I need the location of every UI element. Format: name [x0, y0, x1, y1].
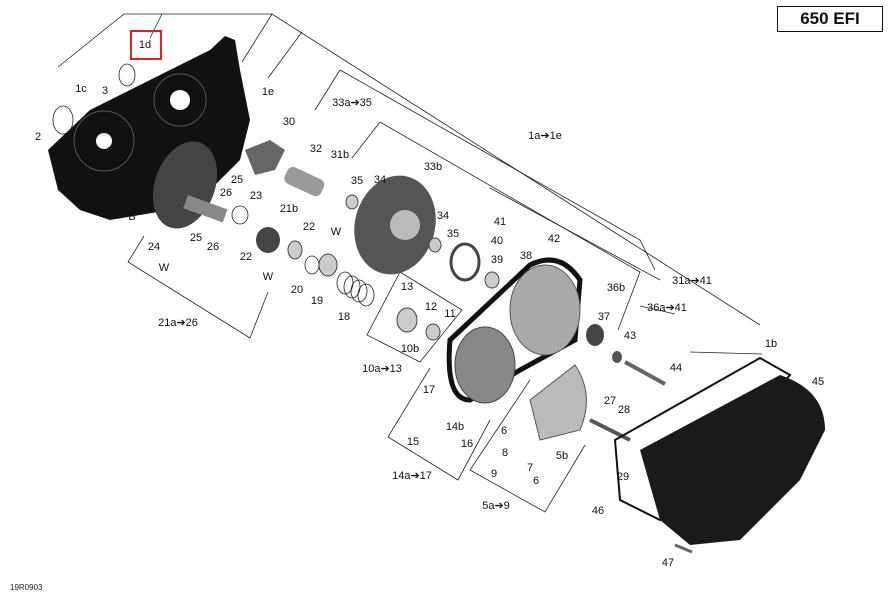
callout-13[interactable]: 13 — [401, 281, 413, 293]
callout-35[interactable]: 35 — [447, 228, 459, 240]
model-label: 650 EFI — [777, 6, 883, 32]
callout-42[interactable]: 42 — [548, 233, 560, 245]
callout-31a-41[interactable]: 31a➔41 — [672, 275, 712, 287]
callout-19[interactable]: 19 — [311, 295, 323, 307]
bushing-part — [396, 307, 418, 333]
callout-29[interactable]: 29 — [617, 471, 629, 483]
callout-28[interactable]: 28 — [618, 404, 630, 416]
bushing-part — [256, 227, 280, 253]
callout-43[interactable]: 43 — [624, 330, 636, 342]
bushing-part — [484, 271, 500, 289]
washer-part — [231, 205, 249, 225]
spring-part — [336, 271, 375, 307]
callout-37[interactable]: 37 — [598, 311, 610, 323]
callout-35[interactable]: 35 — [351, 175, 363, 187]
callout-3[interactable]: 3 — [102, 85, 108, 97]
callout-45[interactable]: 45 — [812, 376, 824, 388]
callout-18[interactable]: 18 — [338, 311, 350, 323]
cam-part — [529, 364, 587, 441]
callout-w-lube[interactable]: W — [159, 262, 170, 274]
callout-8[interactable]: 8 — [502, 447, 508, 459]
callout-5b[interactable]: 5b — [556, 450, 568, 462]
callout-34[interactable]: 34 — [374, 174, 386, 186]
callout-15[interactable]: 15 — [407, 436, 419, 448]
callout-39[interactable]: 39 — [491, 254, 503, 266]
callout-38[interactable]: 38 — [520, 250, 532, 262]
callout-22[interactable]: 22 — [303, 221, 315, 233]
callout-36a-41[interactable]: 36a➔41 — [647, 302, 687, 314]
callout-25[interactable]: 25 — [190, 232, 202, 244]
bracket-lines — [57, 13, 763, 513]
callout-10b[interactable]: 10b — [401, 343, 419, 355]
callout-33a-35[interactable]: 33a➔35 — [332, 97, 372, 109]
callout-b-lube[interactable]: B — [128, 211, 135, 223]
bearing-part — [586, 324, 604, 346]
callout-1a-1e[interactable]: 1a➔1e — [528, 130, 562, 142]
callout-26[interactable]: 26 — [207, 241, 219, 253]
o-ring-part — [52, 105, 74, 135]
outer-cover-part — [613, 356, 825, 545]
callout-12[interactable]: 12 — [425, 301, 437, 313]
callout-6[interactable]: 6 — [533, 475, 539, 487]
callout-11[interactable]: 11 — [444, 308, 455, 320]
callout-labels: 1d 3 1c 2 1e 4 30 32 31b 35 34 33a➔35 33… — [35, 39, 824, 569]
callout-26[interactable]: 26 — [220, 187, 232, 199]
callout-1d[interactable]: 1d — [139, 39, 151, 51]
shaft-part — [284, 166, 325, 197]
callout-25[interactable]: 25 — [231, 174, 243, 186]
bushing-part — [425, 323, 441, 341]
callout-27[interactable]: 27 — [604, 395, 616, 407]
bolt-part — [624, 360, 666, 386]
callout-46[interactable]: 46 — [592, 505, 604, 517]
callout-14a-17[interactable]: 14a➔17 — [392, 470, 432, 482]
bolt-part — [674, 543, 693, 554]
bushing-part — [345, 194, 359, 210]
callout-1c[interactable]: 1c — [75, 83, 87, 95]
callout-6[interactable]: 6 — [501, 425, 507, 437]
callout-w-lube[interactable]: W — [263, 271, 274, 283]
callout-47[interactable]: 47 — [662, 557, 674, 569]
callout-14b[interactable]: 14b — [446, 421, 464, 433]
callout-22[interactable]: 22 — [240, 251, 252, 263]
movable-sheave-part — [354, 175, 436, 275]
callout-highlight-box — [130, 30, 162, 60]
callout-5a-9[interactable]: 5a➔9 — [482, 500, 510, 512]
callout-16[interactable]: 16 — [461, 438, 473, 450]
bushing-part — [318, 253, 338, 277]
washer-part — [287, 240, 303, 260]
washer-part — [612, 351, 622, 363]
callout-9[interactable]: 9 — [491, 468, 497, 480]
callout-44[interactable]: 44 — [670, 362, 682, 374]
bolt-part — [589, 418, 631, 442]
callout-23[interactable]: 23 — [250, 190, 262, 202]
callout-1e[interactable]: 1e — [262, 86, 274, 98]
callout-10a-13[interactable]: 10a➔13 — [362, 363, 402, 375]
callout-4[interactable]: 4 — [240, 117, 246, 129]
callout-36b[interactable]: 36b — [607, 282, 625, 294]
ring-part — [449, 242, 481, 282]
driven-pulley-and-belt-part — [446, 257, 583, 404]
diagram-code: 19R0903 — [10, 583, 43, 592]
callout-2[interactable]: 2 — [35, 131, 41, 143]
callout-32[interactable]: 32 — [310, 143, 322, 155]
callout-17[interactable]: 17 — [423, 384, 435, 396]
callout-1b[interactable]: 1b — [765, 338, 777, 350]
callout-33b[interactable]: 33b — [424, 161, 442, 173]
callout-21a-26[interactable]: 21a➔26 — [158, 317, 198, 329]
callout-41[interactable]: 41 — [494, 216, 506, 228]
callout-40[interactable]: 40 — [491, 235, 503, 247]
callout-21b[interactable]: 21b — [280, 203, 298, 215]
o-ring-part — [118, 63, 136, 87]
callout-34[interactable]: 34 — [437, 210, 449, 222]
fixed-sheave-part — [152, 141, 228, 229]
callout-w-lube[interactable]: W — [331, 226, 342, 238]
callout-24[interactable]: 24 — [148, 241, 160, 253]
callout-30[interactable]: 30 — [283, 116, 295, 128]
callout-7[interactable]: 7 — [527, 462, 533, 474]
o-ring-part — [304, 255, 320, 275]
bushing-part — [428, 237, 442, 253]
callout-20[interactable]: 20 — [291, 284, 303, 296]
spider-part — [245, 140, 285, 175]
callout-31b[interactable]: 31b — [331, 149, 349, 161]
